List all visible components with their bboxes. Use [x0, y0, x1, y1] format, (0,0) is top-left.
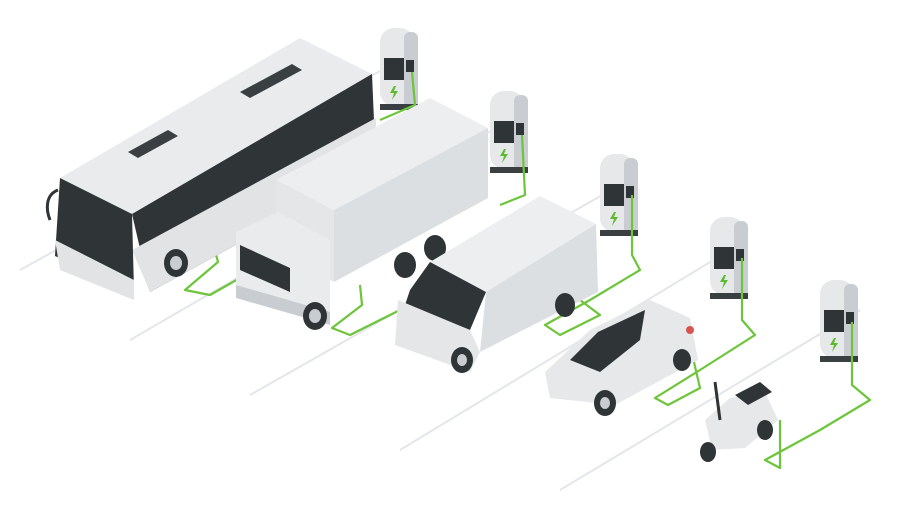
lightning-bolt-icon [390, 86, 398, 100]
charger [600, 154, 638, 236]
truck [236, 98, 488, 330]
lightning-bolt-icon [720, 275, 728, 289]
scooter [700, 381, 778, 462]
charger [490, 91, 528, 173]
charger-screen [494, 121, 514, 143]
bus-cable [379, 71, 417, 122]
charger-screen [824, 310, 844, 332]
chargers [380, 28, 858, 362]
scooter-cable [763, 322, 872, 470]
charger-screen [604, 184, 624, 206]
lightning-bolt-icon [830, 338, 838, 352]
charger [380, 28, 418, 110]
car [545, 300, 698, 416]
car-cable [653, 258, 757, 407]
van [395, 196, 598, 373]
scooter-wheel [700, 442, 716, 462]
lightning-bolt-icon [610, 212, 618, 226]
bus [45, 38, 376, 300]
lightning-bolt-icon [500, 149, 508, 163]
charger [710, 217, 748, 299]
charger-screen [384, 58, 404, 80]
truck-cable [499, 134, 527, 207]
charger-screen [714, 247, 734, 269]
truck-cable-front [330, 284, 401, 337]
